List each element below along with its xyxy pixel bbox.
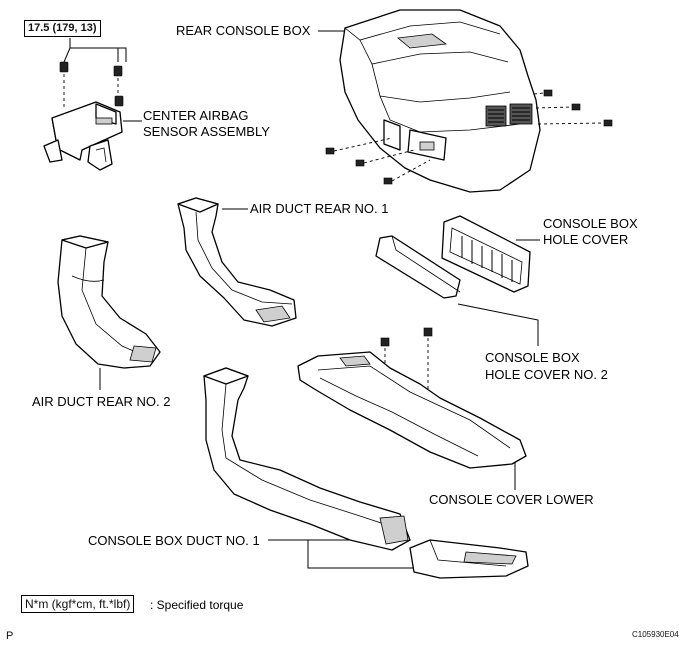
label-console-box-hole-cover-line1: CONSOLE BOX [543, 216, 638, 231]
label-console-box-hole-cover-no2-line2: HOLE COVER NO. 2 [485, 367, 608, 382]
air-duct-rear-no2-drawing [57, 235, 161, 390]
legend-specified-torque: : Specified torque [150, 598, 244, 612]
label-air-duct-rear-no2: AIR DUCT REAR NO. 2 [32, 394, 171, 409]
label-console-box-duct-no1: CONSOLE BOX DUCT NO. 1 [88, 533, 260, 548]
console-box-hole-cover-no2-drawing [375, 235, 539, 346]
console-box-duct-no1-drawing [203, 367, 529, 579]
label-console-cover-lower: CONSOLE COVER LOWER [429, 492, 594, 507]
footer-left-mark: P [6, 630, 14, 642]
console-cover-lower-drawing [297, 327, 527, 490]
label-center-airbag-line1: CENTER AIRBAG [143, 108, 249, 123]
label-console-box-hole-cover-no2-line1: CONSOLE BOX [485, 350, 580, 365]
rear-console-box-drawing [318, 9, 613, 193]
label-center-airbag-line2: SENSOR ASSEMBLY [143, 124, 270, 139]
torque-value-box: 17.5 (179, 13) [24, 20, 101, 37]
air-duct-rear-no1-drawing [177, 197, 297, 327]
label-air-duct-rear-no1: AIR DUCT REAR NO. 1 [250, 201, 389, 216]
console-box-hole-cover-drawing [441, 215, 540, 293]
label-console-box-hole-cover-line2: HOLE COVER [543, 232, 629, 247]
legend-unit-box: N*m (kgf*cm, ft.*lbf) [21, 595, 135, 613]
figure-code: C105930E04 [632, 630, 679, 639]
label-rear-console-box: REAR CONSOLE BOX [176, 23, 311, 38]
center-airbag-sensor-drawing [43, 38, 142, 171]
